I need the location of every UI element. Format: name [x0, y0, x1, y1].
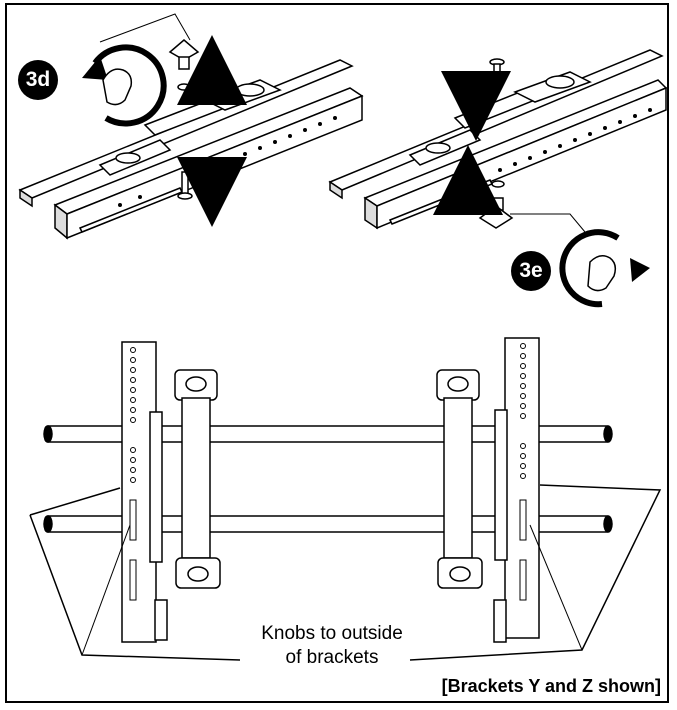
wall-mount-assembly — [29, 337, 662, 661]
knob-top-left — [168, 39, 200, 91]
leader-line-3e — [510, 213, 586, 233]
rotate-clockwise-hand-icon — [559, 229, 650, 308]
knobs-caption: Knobs to outside of brackets — [232, 622, 432, 670]
bolt-right — [489, 58, 505, 87]
knobs-leader-lines — [81, 524, 583, 656]
step-badge-3e: 3e — [511, 251, 551, 291]
step-badge-3d: 3d — [18, 60, 58, 100]
knobs-caption-line2: of brackets — [285, 647, 379, 668]
bracket-holes — [129, 343, 527, 601]
rotate-counterclockwise-hand-icon — [82, 44, 167, 127]
brackets-shown-caption: [Brackets Y and Z shown] — [441, 676, 661, 696]
rail-assembly-left — [18, 59, 364, 240]
knob-bottom-right — [478, 180, 514, 229]
knobs-caption-line1: Knobs to outside — [261, 623, 403, 644]
leader-line-3d — [99, 13, 191, 43]
